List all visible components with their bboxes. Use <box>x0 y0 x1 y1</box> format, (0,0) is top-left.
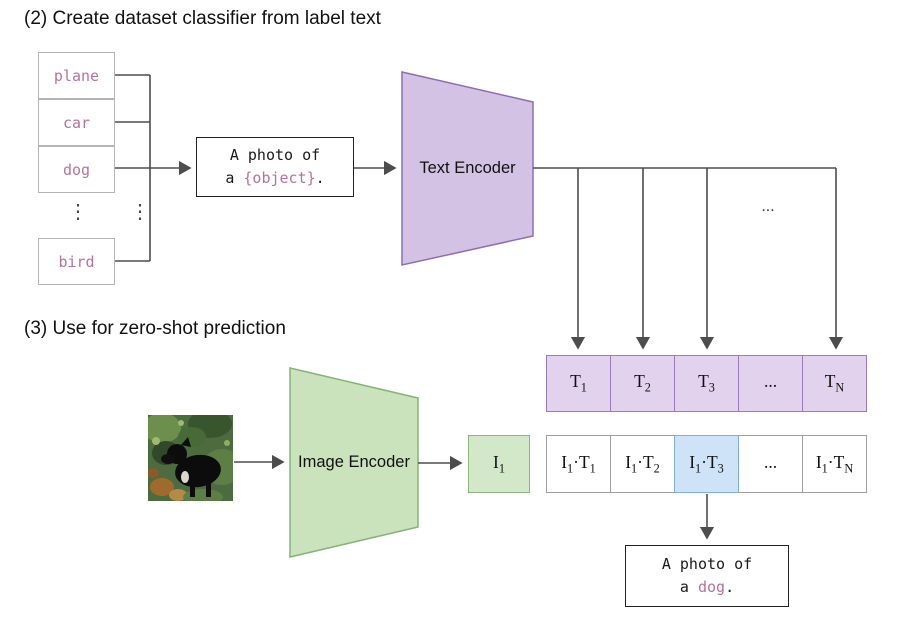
image-encoder-label: Image Encoder <box>298 452 410 471</box>
labels-ellipsis: ⋮ <box>68 201 88 223</box>
text-embedding-row: T1 T2 T3 ... TN <box>546 355 867 412</box>
prediction-box: A photo of a dog. <box>625 545 789 607</box>
text-encoder-label: Text Encoder <box>419 158 516 177</box>
panel3-title: (3) Use for zero-shot prediction <box>24 318 286 339</box>
t1-cell: T1 <box>546 355 611 412</box>
prompt-box: A photo of a {object}. <box>196 137 354 197</box>
label-box-bird: bird <box>38 238 115 285</box>
i1tn-cell: I1·TN <box>802 435 867 493</box>
dog-photo-image <box>148 415 233 501</box>
similarity-row: I1·T1 I1·T2 I1·T3 ... I1·TN <box>546 435 867 493</box>
predicted-class: dog <box>697 578 726 596</box>
i1-embedding-box: I1 <box>468 435 530 493</box>
bus-ellipsis: ⋮ <box>130 201 150 223</box>
panel2-title: (2) Create dataset classifier from label… <box>24 8 381 29</box>
tn-cell: TN <box>802 355 867 412</box>
prediction-line2: a dog. <box>679 578 735 596</box>
product-dots-cell: ... <box>738 435 803 493</box>
label-box-plane: plane <box>38 52 115 99</box>
label-box-dog: dog <box>38 146 115 193</box>
i1t3-cell-highlighted: I1·T3 <box>674 435 739 493</box>
t2-cell: T2 <box>610 355 675 412</box>
prompt-line1: A photo of <box>229 145 321 164</box>
prompt-line2: a {object}. <box>225 169 325 187</box>
output-dots: ... <box>761 198 775 215</box>
i1t2-cell: I1·T2 <box>610 435 675 493</box>
label-box-car: car <box>38 99 115 146</box>
object-token: {object} <box>243 169 316 187</box>
prediction-line1: A photo of <box>661 554 753 573</box>
i1t1-cell: I1·T1 <box>546 435 611 493</box>
t-dots-cell: ... <box>738 355 803 412</box>
t3-cell: T3 <box>674 355 739 412</box>
